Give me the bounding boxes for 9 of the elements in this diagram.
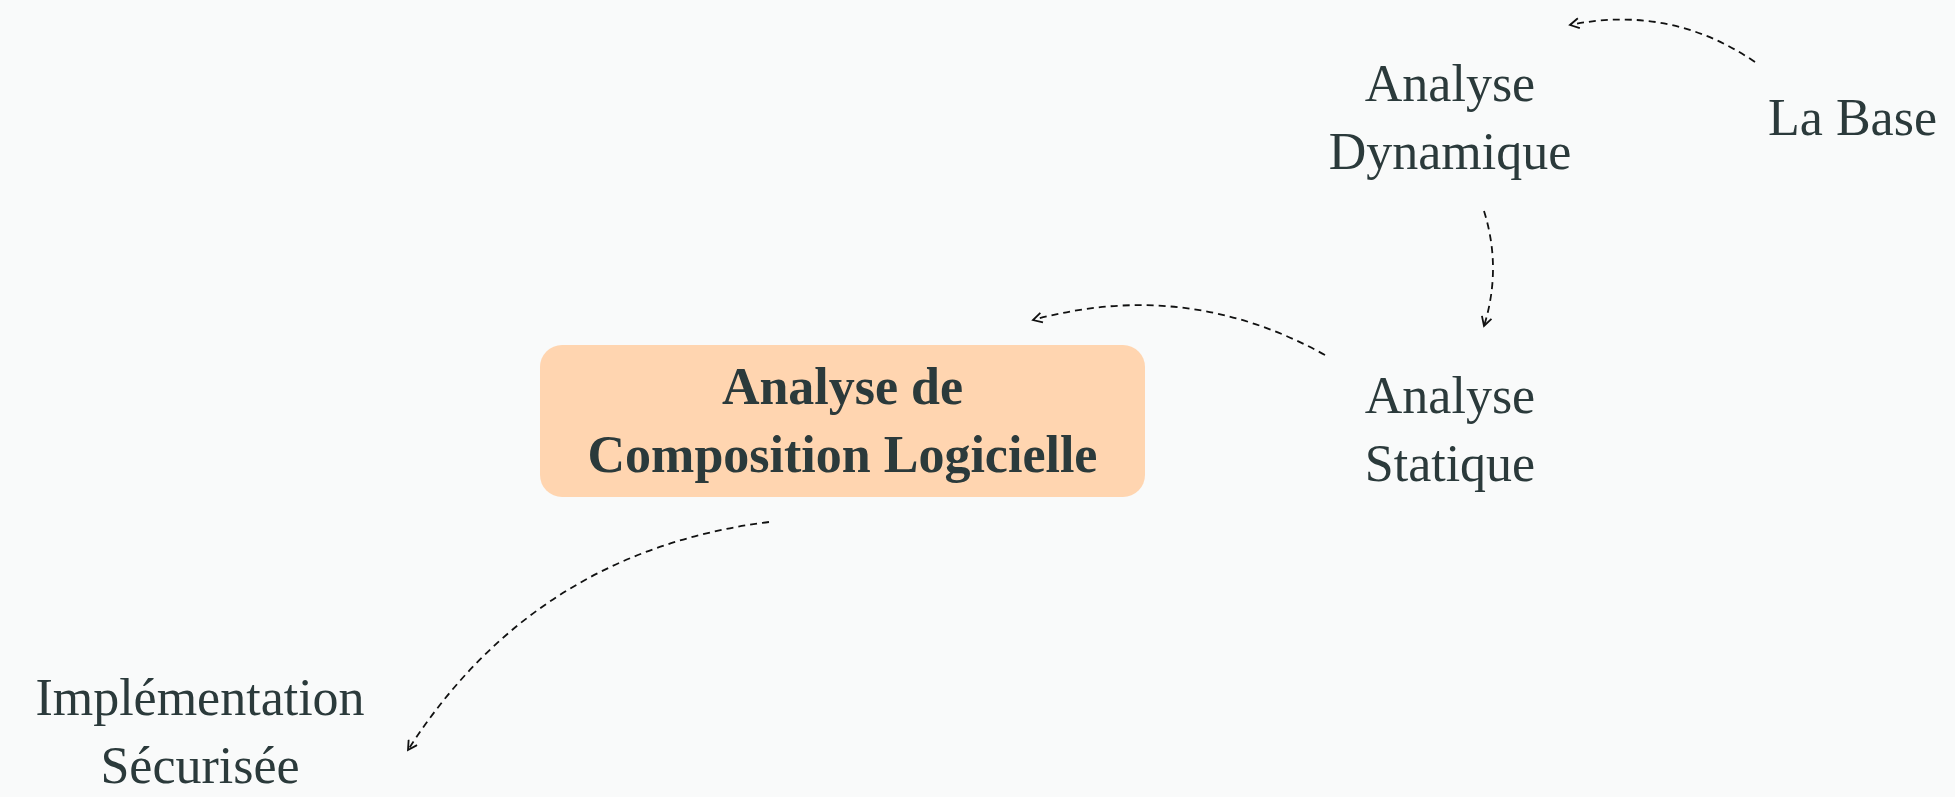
arrow [1032,304,1326,356]
topic-label: La Base [1760,84,1945,152]
arrow [407,521,770,751]
arrow [1569,17,1756,63]
topic-label: Implémentation Sécurisée [10,664,390,797]
topic-label: Analyse Dynamique [1310,50,1590,186]
topic-label: Analyse Statique [1330,362,1570,498]
arrow [1480,210,1494,327]
main-topic-box: Analyse de Composition Logicielle [540,345,1145,497]
